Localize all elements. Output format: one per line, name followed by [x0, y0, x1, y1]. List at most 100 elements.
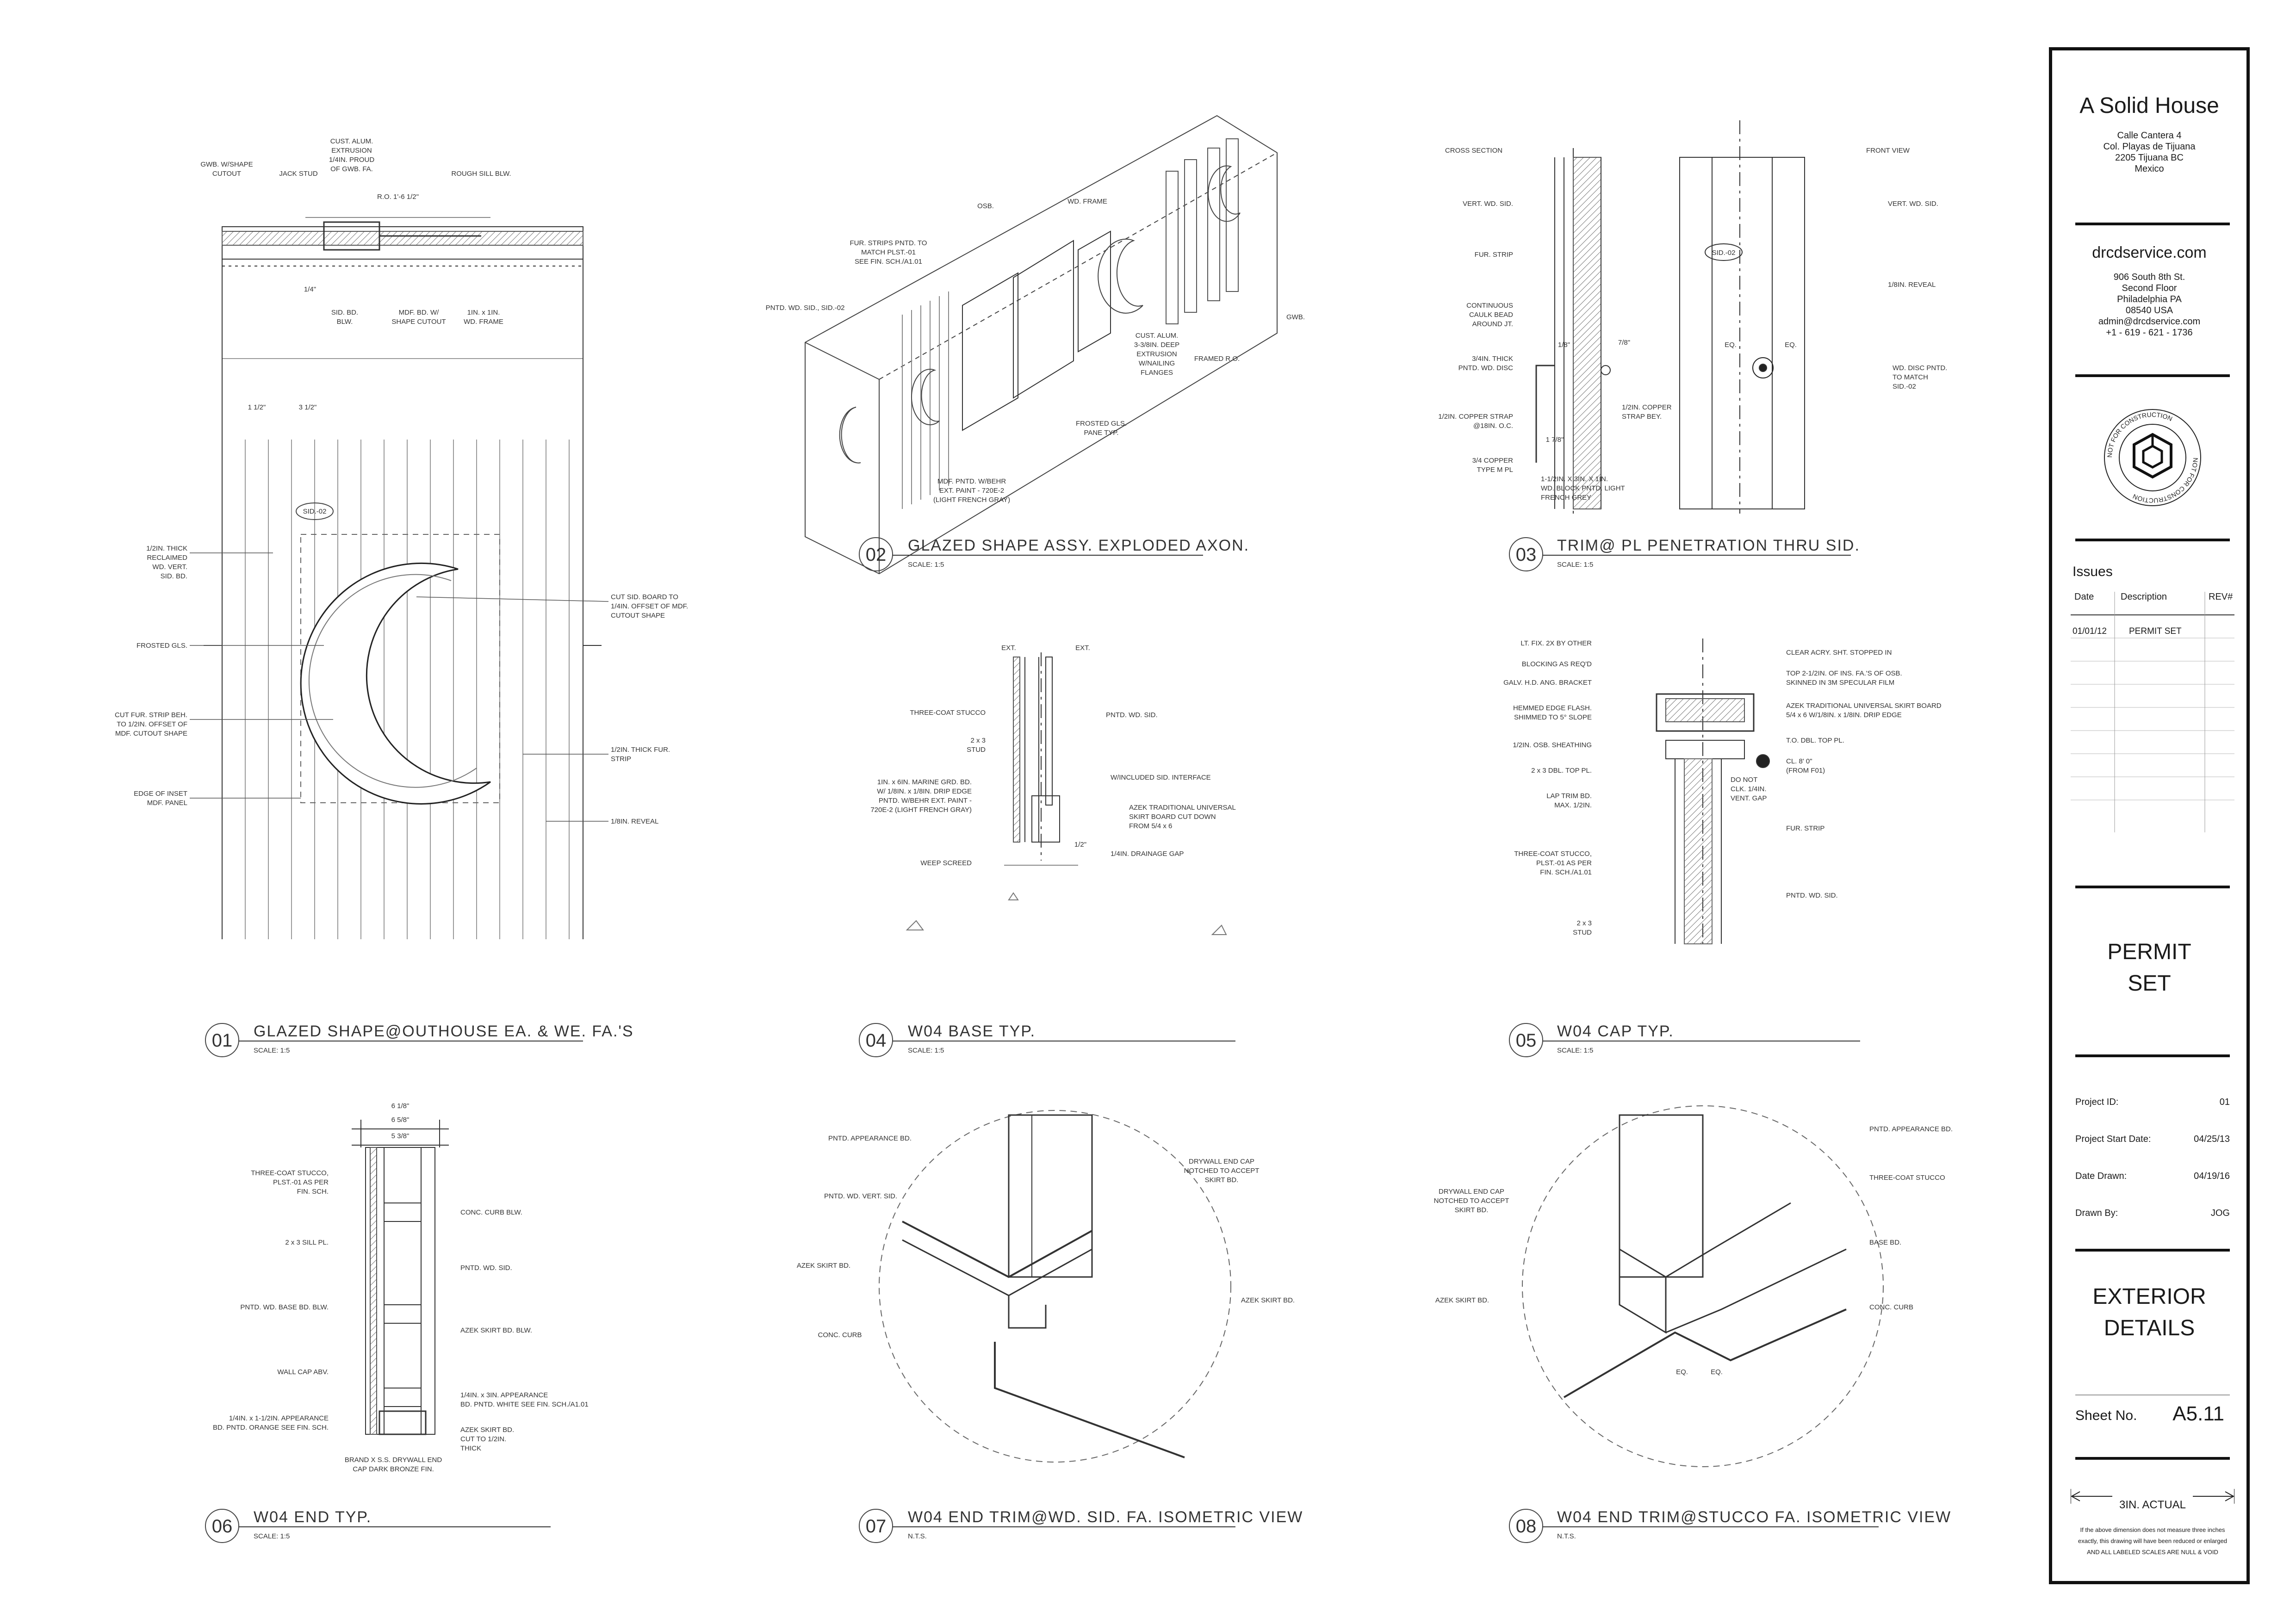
issue-description: PERMIT SET: [2129, 626, 2182, 636]
svg-text:1/2IN. COPPER STRAP: 1/2IN. COPPER STRAP: [1438, 413, 1513, 421]
svg-text:DO NOT: DO NOT: [1731, 776, 1757, 784]
svg-text:EQ.: EQ.: [1785, 341, 1797, 349]
svg-text:SKIRT BD.: SKIRT BD.: [1205, 1176, 1239, 1184]
svg-text:CAULK BEAD: CAULK BEAD: [1469, 311, 1513, 319]
svg-text:PNTD. APPEARANCE BD.: PNTD. APPEARANCE BD.: [828, 1134, 912, 1142]
svg-text:NOT FOR CONSTRUCTION: NOT FOR CONSTRUCTION: [2132, 458, 2199, 504]
svg-text:PNTD. WD. SID.: PNTD. WD. SID.: [460, 1264, 512, 1272]
svg-text:TRIM@ PL PENETRATION THRU SID.: TRIM@ PL PENETRATION THRU SID.: [1557, 537, 1860, 554]
svg-text:SID.-02: SID.-02: [1893, 383, 1916, 391]
svg-text:SID.-02: SID.-02: [303, 508, 327, 515]
svg-text:08: 08: [1516, 1516, 1537, 1537]
svg-text:6 5/8": 6 5/8": [391, 1116, 410, 1124]
svg-text:02: 02: [866, 545, 887, 565]
detail-07-notes: PNTD. APPEARANCE BD. PNTD. WD. VERT. SID…: [797, 1134, 1295, 1339]
svg-text:LAP TRIM BD.: LAP TRIM BD.: [1546, 792, 1592, 800]
svg-text:720E-2 (LIGHT FRENCH GRAY): 720E-2 (LIGHT FRENCH GRAY): [870, 806, 972, 814]
svg-text:W/ 1/8IN. x 1/8IN. DRIP EDGE: W/ 1/8IN. x 1/8IN. DRIP EDGE: [877, 787, 972, 795]
svg-text:W04 END TRIM@STUCCO FA. ISOMET: W04 END TRIM@STUCCO FA. ISOMETRIC VIEW: [1557, 1508, 1951, 1526]
svg-text:1/8IN. REVEAL: 1/8IN. REVEAL: [1888, 281, 1936, 289]
svg-text:N.T.S.: N.T.S.: [908, 1532, 927, 1540]
svg-text:1IN. x 6IN. MARINE GRD. BD.: 1IN. x 6IN. MARINE GRD. BD.: [877, 778, 972, 786]
svg-text:7/8": 7/8": [1618, 339, 1630, 347]
svg-text:OSB.: OSB.: [977, 202, 994, 210]
svg-text:FRAMED R.O.: FRAMED R.O.: [1194, 355, 1240, 363]
svg-text:EXT.: EXT.: [1001, 644, 1016, 652]
detail-title-02: 02 GLAZED SHAPE ASSY. EXPLODED AXON. SCA…: [859, 537, 1249, 571]
svg-text:BD. PNTD. ORANGE SEE FIN. SCH.: BD. PNTD. ORANGE SEE FIN. SCH.: [213, 1424, 329, 1432]
svg-text:BRAND X S.S. DRYWALL END: BRAND X S.S. DRYWALL END: [345, 1456, 442, 1464]
divider: [2075, 539, 2230, 541]
svg-text:WD. VERT.: WD. VERT.: [152, 563, 187, 571]
svg-text:GWB. W/SHAPE: GWB. W/SHAPE: [200, 161, 253, 168]
svg-text:AZEK SKIRT BD. BLW.: AZEK SKIRT BD. BLW.: [460, 1326, 532, 1334]
svg-text:EXT.: EXT.: [1075, 644, 1090, 652]
scale-bar: [2071, 1489, 2234, 1504]
svg-text:THICK: THICK: [460, 1444, 481, 1452]
svg-text:ROUGH SILL BLW.: ROUGH SILL BLW.: [451, 170, 511, 178]
svg-text:FIN. SCH.: FIN. SCH.: [297, 1188, 329, 1196]
svg-text:SCALE: 1:5: SCALE: 1:5: [1557, 561, 1593, 569]
divider: [2075, 223, 2230, 225]
svg-text:PLST.-01 AS PER: PLST.-01 AS PER: [273, 1178, 329, 1186]
svg-text:VERT. WD. SID.: VERT. WD. SID.: [1463, 200, 1513, 208]
svg-text:GLAZED SHAPE ASSY. EXPLODED AX: GLAZED SHAPE ASSY. EXPLODED AXON.: [908, 537, 1249, 554]
svg-text:FROSTED GLS.: FROSTED GLS.: [137, 642, 187, 650]
svg-text:1/4IN. OFFSET OF MDF.: 1/4IN. OFFSET OF MDF.: [611, 602, 688, 610]
svg-text:WALL CAP ABV.: WALL CAP ABV.: [277, 1368, 329, 1376]
svg-text:PNTD. WD. SID.: PNTD. WD. SID.: [1106, 711, 1158, 719]
svg-text:MDF. PANEL: MDF. PANEL: [147, 799, 187, 807]
svg-text:SCALE: 1:5: SCALE: 1:5: [908, 561, 944, 569]
svg-text:HEMMED EDGE FLASH.: HEMMED EDGE FLASH.: [1513, 704, 1592, 712]
svg-text:W04 BASE TYP.: W04 BASE TYP.: [908, 1023, 1036, 1040]
sheet-number: A5.11: [2172, 1402, 2224, 1425]
svg-text:CUST. ALUM.: CUST. ALUM.: [1136, 332, 1179, 340]
svg-text:1 7/8": 1 7/8": [1546, 436, 1564, 444]
svg-text:WD. FRAME: WD. FRAME: [1067, 198, 1107, 205]
firm-address: Calle Cantera 4 Col. Playas de Tijuana 2…: [2103, 130, 2196, 174]
svg-text:FROSTED GLS.: FROSTED GLS.: [1076, 420, 1127, 428]
svg-text:AZEK SKIRT BD.: AZEK SKIRT BD.: [797, 1262, 850, 1270]
svg-text:PNTD. WD. SID.: PNTD. WD. SID.: [1786, 892, 1838, 899]
issues-col-rev: REV#: [2209, 592, 2233, 602]
svg-text:01: 01: [212, 1030, 233, 1051]
detail-04: [906, 652, 1227, 935]
svg-text:THREE-COAT STUCCO: THREE-COAT STUCCO: [1869, 1174, 1945, 1182]
svg-text:CUTOUT SHAPE: CUTOUT SHAPE: [611, 612, 665, 620]
detail-08: [1522, 1105, 1884, 1467]
detail-title-03: 03 TRIM@ PL PENETRATION THRU SID. SCALE:…: [1509, 537, 1860, 571]
svg-text:EQ.: EQ.: [1725, 341, 1737, 349]
svg-text:2 x 3: 2 x 3: [1576, 919, 1592, 927]
svg-text:FLANGES: FLANGES: [1141, 369, 1173, 377]
svg-text:3 1/2": 3 1/2": [299, 403, 317, 411]
svg-text:STUD: STUD: [1573, 929, 1592, 936]
svg-text:STUD: STUD: [967, 746, 986, 754]
divider: [2075, 374, 2230, 377]
svg-text:1/4IN. x 3IN. APPEARANCE: 1/4IN. x 3IN. APPEARANCE: [460, 1391, 548, 1399]
svg-text:PLST.-01 AS PER: PLST.-01 AS PER: [1536, 859, 1592, 867]
detail-07: [879, 1110, 1231, 1463]
detail-01-notes: GWB. W/SHAPE CUTOUT JACK STUD CUST. ALUM…: [115, 137, 688, 825]
svg-text:MDF. BD. W/: MDF. BD. W/: [399, 309, 439, 316]
divider: [2075, 1457, 2230, 1460]
svg-text:EQ.: EQ.: [1676, 1368, 1688, 1376]
svg-text:VENT. GAP: VENT. GAP: [1731, 794, 1767, 802]
detail-06: [352, 1120, 449, 1435]
svg-text:AZEK SKIRT BD.: AZEK SKIRT BD.: [460, 1426, 514, 1434]
detail-04-notes: EXT. EXT. THREE-COAT STUCCO PNTD. WD. SI…: [870, 644, 1236, 867]
detail-05-notes: LT. FIX. 2X BY OTHER BLOCKING AS REQ'D G…: [1503, 639, 1942, 936]
svg-text:WD. DISC PNTD.: WD. DISC PNTD.: [1893, 364, 1947, 372]
svg-text:NOTCHED TO ACCEPT: NOTCHED TO ACCEPT: [1434, 1197, 1509, 1205]
svg-text:CONC. CURB: CONC. CURB: [1869, 1303, 1913, 1311]
sheet-number-label: Sheet No.: [2075, 1408, 2137, 1423]
svg-text:CUTOUT: CUTOUT: [212, 170, 241, 178]
detail-01: [204, 217, 602, 939]
detail-title-01: 01 GLAZED SHAPE@OUTHOUSE EA. & WE. FA.'S…: [205, 1023, 633, 1057]
svg-text:PNTD. W/BEHR EXT. PAINT -: PNTD. W/BEHR EXT. PAINT -: [879, 797, 972, 805]
issues-grid: [2071, 592, 2234, 832]
project-id: Project ID:01: [2075, 1097, 2230, 1107]
svg-text:CL. 8' 0": CL. 8' 0": [1786, 757, 1812, 765]
svg-text:MAX. 1/2IN.: MAX. 1/2IN.: [1554, 801, 1592, 809]
svg-text:FUR. STRIP: FUR. STRIP: [1475, 251, 1513, 259]
